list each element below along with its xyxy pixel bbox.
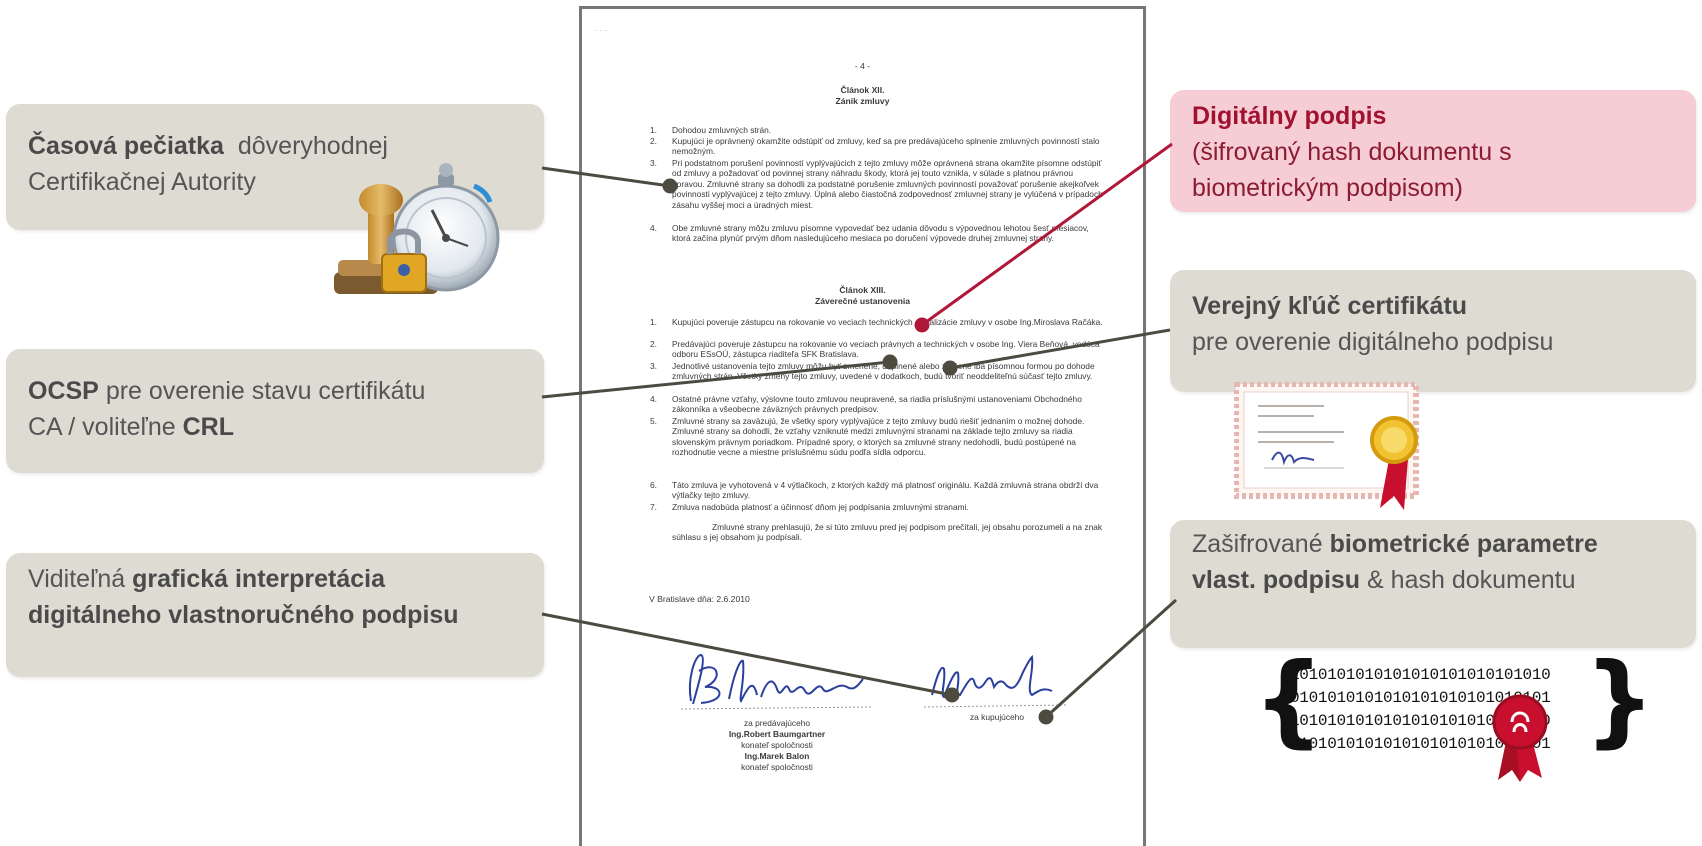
connector-timestamp — [541, 166, 671, 188]
seller-name-1: Ing.Robert Baumgartner — [728, 729, 826, 739]
connector-visible-signature — [541, 612, 953, 697]
ocsp-heading: OCSP — [28, 377, 99, 405]
seller-signature — [680, 653, 872, 710]
buyer-signature — [923, 654, 1069, 708]
binary-line: 1010101010101010101010101010 — [1290, 712, 1551, 730]
art13-item-6: 6.Táto zmluva je vyhotovená v 4 výtlačko… — [650, 480, 1099, 501]
binary-right-brace: } — [1584, 641, 1656, 758]
visible-prefix: Viditeľná — [28, 565, 126, 593]
certificate-icon — [1234, 382, 1419, 510]
callout-digital-signature: Digitálny podpis (šifrovaný hash dokumen… — [1170, 90, 1696, 212]
callout-visible-signature: Viditeľná grafická interpretácia digitál… — [6, 553, 544, 677]
connector-ocsp-dot — [882, 354, 898, 370]
seller-role-1: konateľ spoločnosti — [741, 740, 813, 750]
binary-hash-block: 1010101010101010101010101010 01010101010… — [1290, 664, 1551, 756]
digital-signature-description: (šifrovaný hash dokumentu s biometrickým… — [1192, 138, 1512, 202]
buyer-label: za kupujúceho — [969, 712, 1024, 722]
binary-line: 1010101010101010101010101010 — [1290, 666, 1551, 684]
connector-biometric-dot — [1038, 709, 1054, 725]
public-key-heading: Verejný kľúč certifikátu — [1192, 292, 1468, 320]
art12-item-3: 3.Pri podstatnom porušení povinností vyp… — [650, 158, 1103, 210]
art12-item-2: 2.Kupujúci je oprávnený okamžite odstúpi… — [650, 136, 1100, 157]
scan-mark: · · · — [594, 25, 608, 35]
digital-signature-heading: Digitálny podpis — [1192, 102, 1387, 130]
connector-timestamp-dot — [662, 178, 678, 194]
connector-digital-signature-dot — [914, 317, 930, 333]
timestamp-description: dôveryhodnej Certifikačnej Autority — [28, 132, 388, 196]
connector-visible-signature-dot — [944, 687, 960, 703]
biometric-heading: biometrické parametre vlast. podpisu — [1192, 530, 1598, 594]
binary-line: 0101010101010101010101010101 — [1290, 735, 1551, 753]
wax-seal-icon — [1492, 694, 1548, 782]
article-12-title: Článok XII. — [840, 85, 885, 95]
ocsp-description: pre overenie stavu certifikátu CA / voli… — [28, 377, 426, 441]
art13-item-3: 3.Jednotlivé ustanovenia tejto zmluvy mô… — [650, 361, 1095, 382]
page-number: - 4 - — [854, 61, 871, 71]
timestamp-stopwatch-icon — [334, 163, 500, 294]
art13-item-7: 7.Zmluva nadobúda platnosť a účinnosť dň… — [650, 502, 969, 512]
contract-document: · · · - 4 - Článok XII. Zánik zmluvy 1.D… — [579, 6, 1146, 846]
art12-item-4: 4.Obe zmluvné strany môžu zmluvu písomne… — [650, 223, 1089, 244]
public-key-description: pre overenie digitálneho podpisu — [1192, 328, 1554, 356]
article-13-title: Článok XIII. — [839, 285, 886, 295]
art13-item-4: 4.Ostatné právne vzťahy, výslovne touto … — [650, 394, 1082, 415]
seller-name-2: Ing.Marek Balon — [744, 751, 810, 761]
binary-line: 0101010101010101010101010101 — [1290, 689, 1551, 707]
callout-public-key: Verejný kľúč certifikátu pre overenie di… — [1170, 270, 1696, 392]
closing-paragraph: Zmluvné strany prehlasujú, že si túto zm… — [672, 522, 1103, 543]
connector-digital-signature — [921, 142, 1173, 327]
art13-item-1: 1.Kupujúci poveruje zástupcu na rokovani… — [650, 317, 1103, 327]
connector-public-key-dot — [942, 360, 958, 376]
callout-biometric: Zašifrované biometrické parametre vlast.… — [1170, 520, 1696, 648]
biometric-suffix: & hash dokumentu — [1367, 566, 1576, 594]
seller-label: za predávajúceho — [743, 718, 811, 728]
art13-item-5: 5.Zmluvné strany sa zaväzujú, že všetky … — [650, 416, 1085, 458]
article-12-subtitle: Zánik zmluvy — [835, 96, 890, 106]
timestamp-heading: Časová pečiatka — [28, 132, 224, 160]
callout-ocsp: OCSP pre overenie stavu certifikátu CA /… — [6, 349, 544, 473]
connector-lines — [541, 142, 1178, 725]
art12-item-1: 1.Dohodou zmluvných strán. — [650, 125, 772, 135]
biometric-prefix: Zašifrované — [1192, 530, 1323, 558]
crl-label: CRL — [182, 413, 234, 441]
visible-heading: grafická interpretácia digitálneho vlast… — [28, 565, 459, 629]
connector-ocsp — [541, 360, 891, 399]
connector-biometric — [1044, 598, 1178, 719]
place-date: V Bratislave dňa: 2.6.2010 — [649, 594, 750, 604]
connector-public-key — [949, 328, 1171, 370]
article-13-subtitle: Záverečné ustanovenia — [814, 296, 911, 306]
seller-role-2: konateľ spoločnosti — [741, 762, 813, 772]
binary-left-brace: { — [1253, 641, 1325, 758]
art13-item-2: 2.Predávajúci poveruje zástupcu na rokov… — [650, 339, 1100, 360]
